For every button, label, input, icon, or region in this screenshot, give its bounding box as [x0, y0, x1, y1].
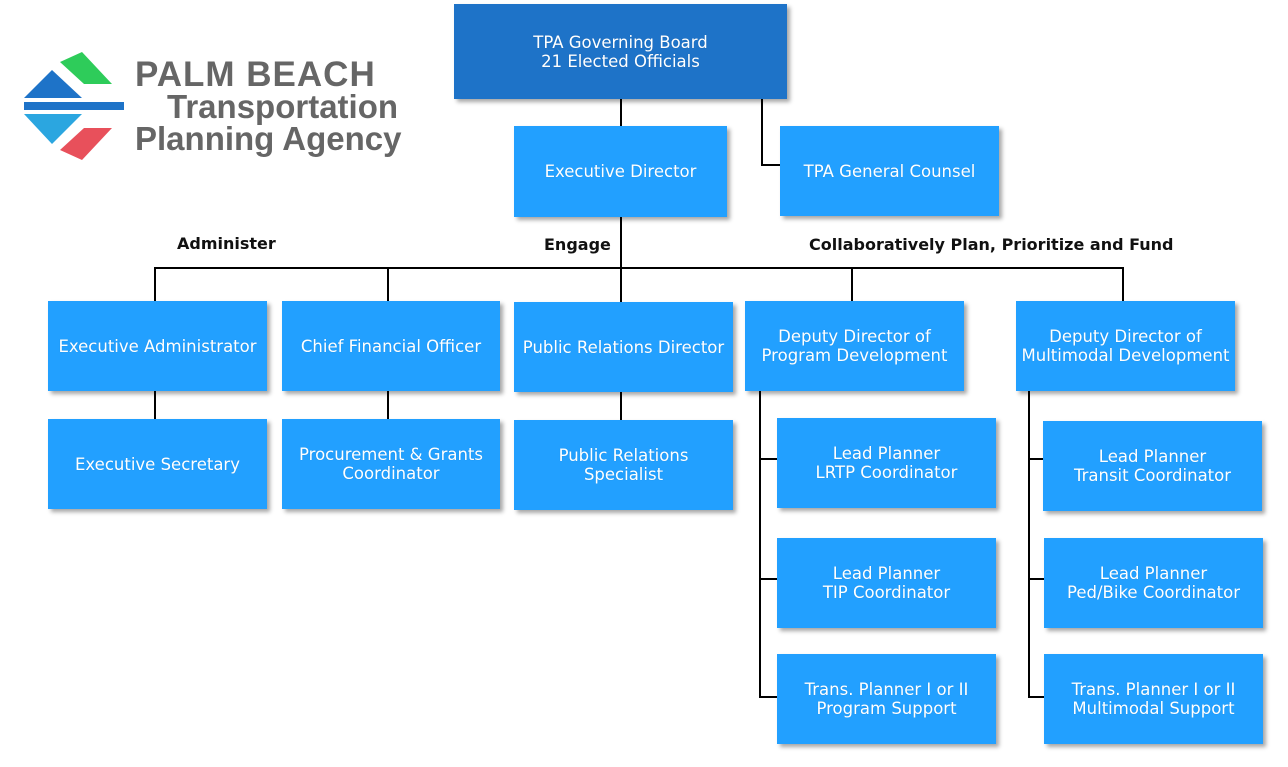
tip-line-2: TIP Coordinator: [822, 583, 951, 602]
program-support-box: Trans. Planner I or II Program Support: [777, 654, 996, 744]
executive-director-box: Executive Director: [514, 126, 727, 217]
connector: [154, 391, 156, 419]
pr-director-label: Public Relations Director: [522, 337, 725, 357]
connector: [759, 391, 761, 698]
connector: [761, 164, 781, 166]
connector: [1122, 267, 1124, 301]
pedbike-line-2: Ped/Bike Coordinator: [1067, 583, 1240, 602]
program-support-line-2: Program Support: [816, 699, 957, 718]
connector: [1028, 391, 1030, 698]
multimodal-support-box: Trans. Planner I or II Multimodal Suppor…: [1044, 654, 1263, 744]
logo-line-3: Planning Agency: [135, 120, 402, 157]
pr-specialist-box: Public Relations Specialist: [514, 420, 733, 510]
cfo-box: Chief Financial Officer: [282, 301, 500, 391]
multimodal-support-line-1: Trans. Planner I or II: [1071, 680, 1236, 699]
connector: [759, 578, 778, 580]
pr-specialist-line-1: Public Relations: [558, 446, 689, 465]
logo-line-1: PALM BEACH: [135, 55, 376, 94]
governing-board-box: TPA Governing Board 21 Elected Officials: [454, 4, 787, 99]
connector: [759, 458, 778, 460]
engage-label: Engage: [544, 235, 611, 254]
pr-director-box: Public Relations Director: [514, 302, 733, 392]
governing-board-line-2: 21 Elected Officials: [541, 51, 700, 71]
lrtp-line-1: Lead Planner: [832, 444, 941, 463]
executive-secretary-box: Executive Secretary: [48, 419, 267, 509]
multimodal-support-line-2: Multimodal Support: [1072, 699, 1235, 718]
connector: [759, 696, 778, 698]
connector: [620, 267, 622, 302]
connector: [620, 392, 622, 420]
connector: [154, 267, 1124, 269]
pedbike-box: Lead Planner Ped/Bike Coordinator: [1044, 538, 1263, 628]
collaborate-label: Collaboratively Plan, Prioritize and Fun…: [809, 235, 1174, 254]
procurement-box: Procurement & Grants Coordinator: [282, 419, 500, 509]
deputy-multimodal-line-2: Multimodal Development: [1021, 346, 1230, 365]
deputy-multimodal-box: Deputy Director of Multimodal Developmen…: [1016, 301, 1235, 391]
deputy-program-line-1: Deputy Director of: [778, 327, 931, 346]
logo-line-2: Transportation: [167, 88, 399, 125]
connector: [154, 267, 156, 301]
procurement-line-1: Procurement & Grants: [299, 445, 483, 464]
lrtp-box: Lead Planner LRTP Coordinator: [777, 418, 996, 508]
executive-director-label: Executive Director: [544, 162, 697, 181]
tip-box: Lead Planner TIP Coordinator: [777, 538, 996, 628]
administer-label: Administer: [177, 234, 276, 253]
governing-board-line-1: TPA Governing Board: [533, 32, 708, 52]
logo-mark-icon: [24, 52, 124, 160]
connector: [761, 99, 763, 165]
transit-line-1: Lead Planner: [1098, 447, 1207, 466]
executive-administrator-box: Executive Administrator: [48, 301, 267, 391]
transit-line-2: Transit Coordinator: [1073, 466, 1232, 485]
deputy-program-line-2: Program Development: [761, 346, 948, 365]
pedbike-line-1: Lead Planner: [1099, 564, 1208, 583]
connector: [620, 217, 622, 269]
deputy-multimodal-line-1: Deputy Director of: [1049, 327, 1202, 346]
deputy-program-box: Deputy Director of Program Development: [745, 301, 964, 391]
pr-specialist-line-2: Specialist: [583, 465, 664, 484]
executive-secretary-label: Executive Secretary: [75, 454, 240, 474]
general-counsel-box: TPA General Counsel: [780, 126, 999, 216]
connector: [387, 267, 389, 301]
transit-box: Lead Planner Transit Coordinator: [1043, 421, 1262, 511]
executive-administrator-label: Executive Administrator: [58, 336, 257, 356]
general-counsel-label: TPA General Counsel: [803, 161, 976, 181]
connector: [387, 391, 389, 419]
connector: [1028, 578, 1044, 580]
lrtp-line-2: LRTP Coordinator: [815, 463, 958, 482]
tip-line-1: Lead Planner: [832, 564, 941, 583]
connector: [1028, 458, 1044, 460]
connector: [620, 99, 622, 127]
connector: [1028, 696, 1044, 698]
program-support-line-1: Trans. Planner I or II: [804, 680, 969, 699]
cfo-label: Chief Financial Officer: [300, 336, 482, 356]
procurement-line-2: Coordinator: [342, 464, 440, 483]
connector: [851, 267, 853, 301]
